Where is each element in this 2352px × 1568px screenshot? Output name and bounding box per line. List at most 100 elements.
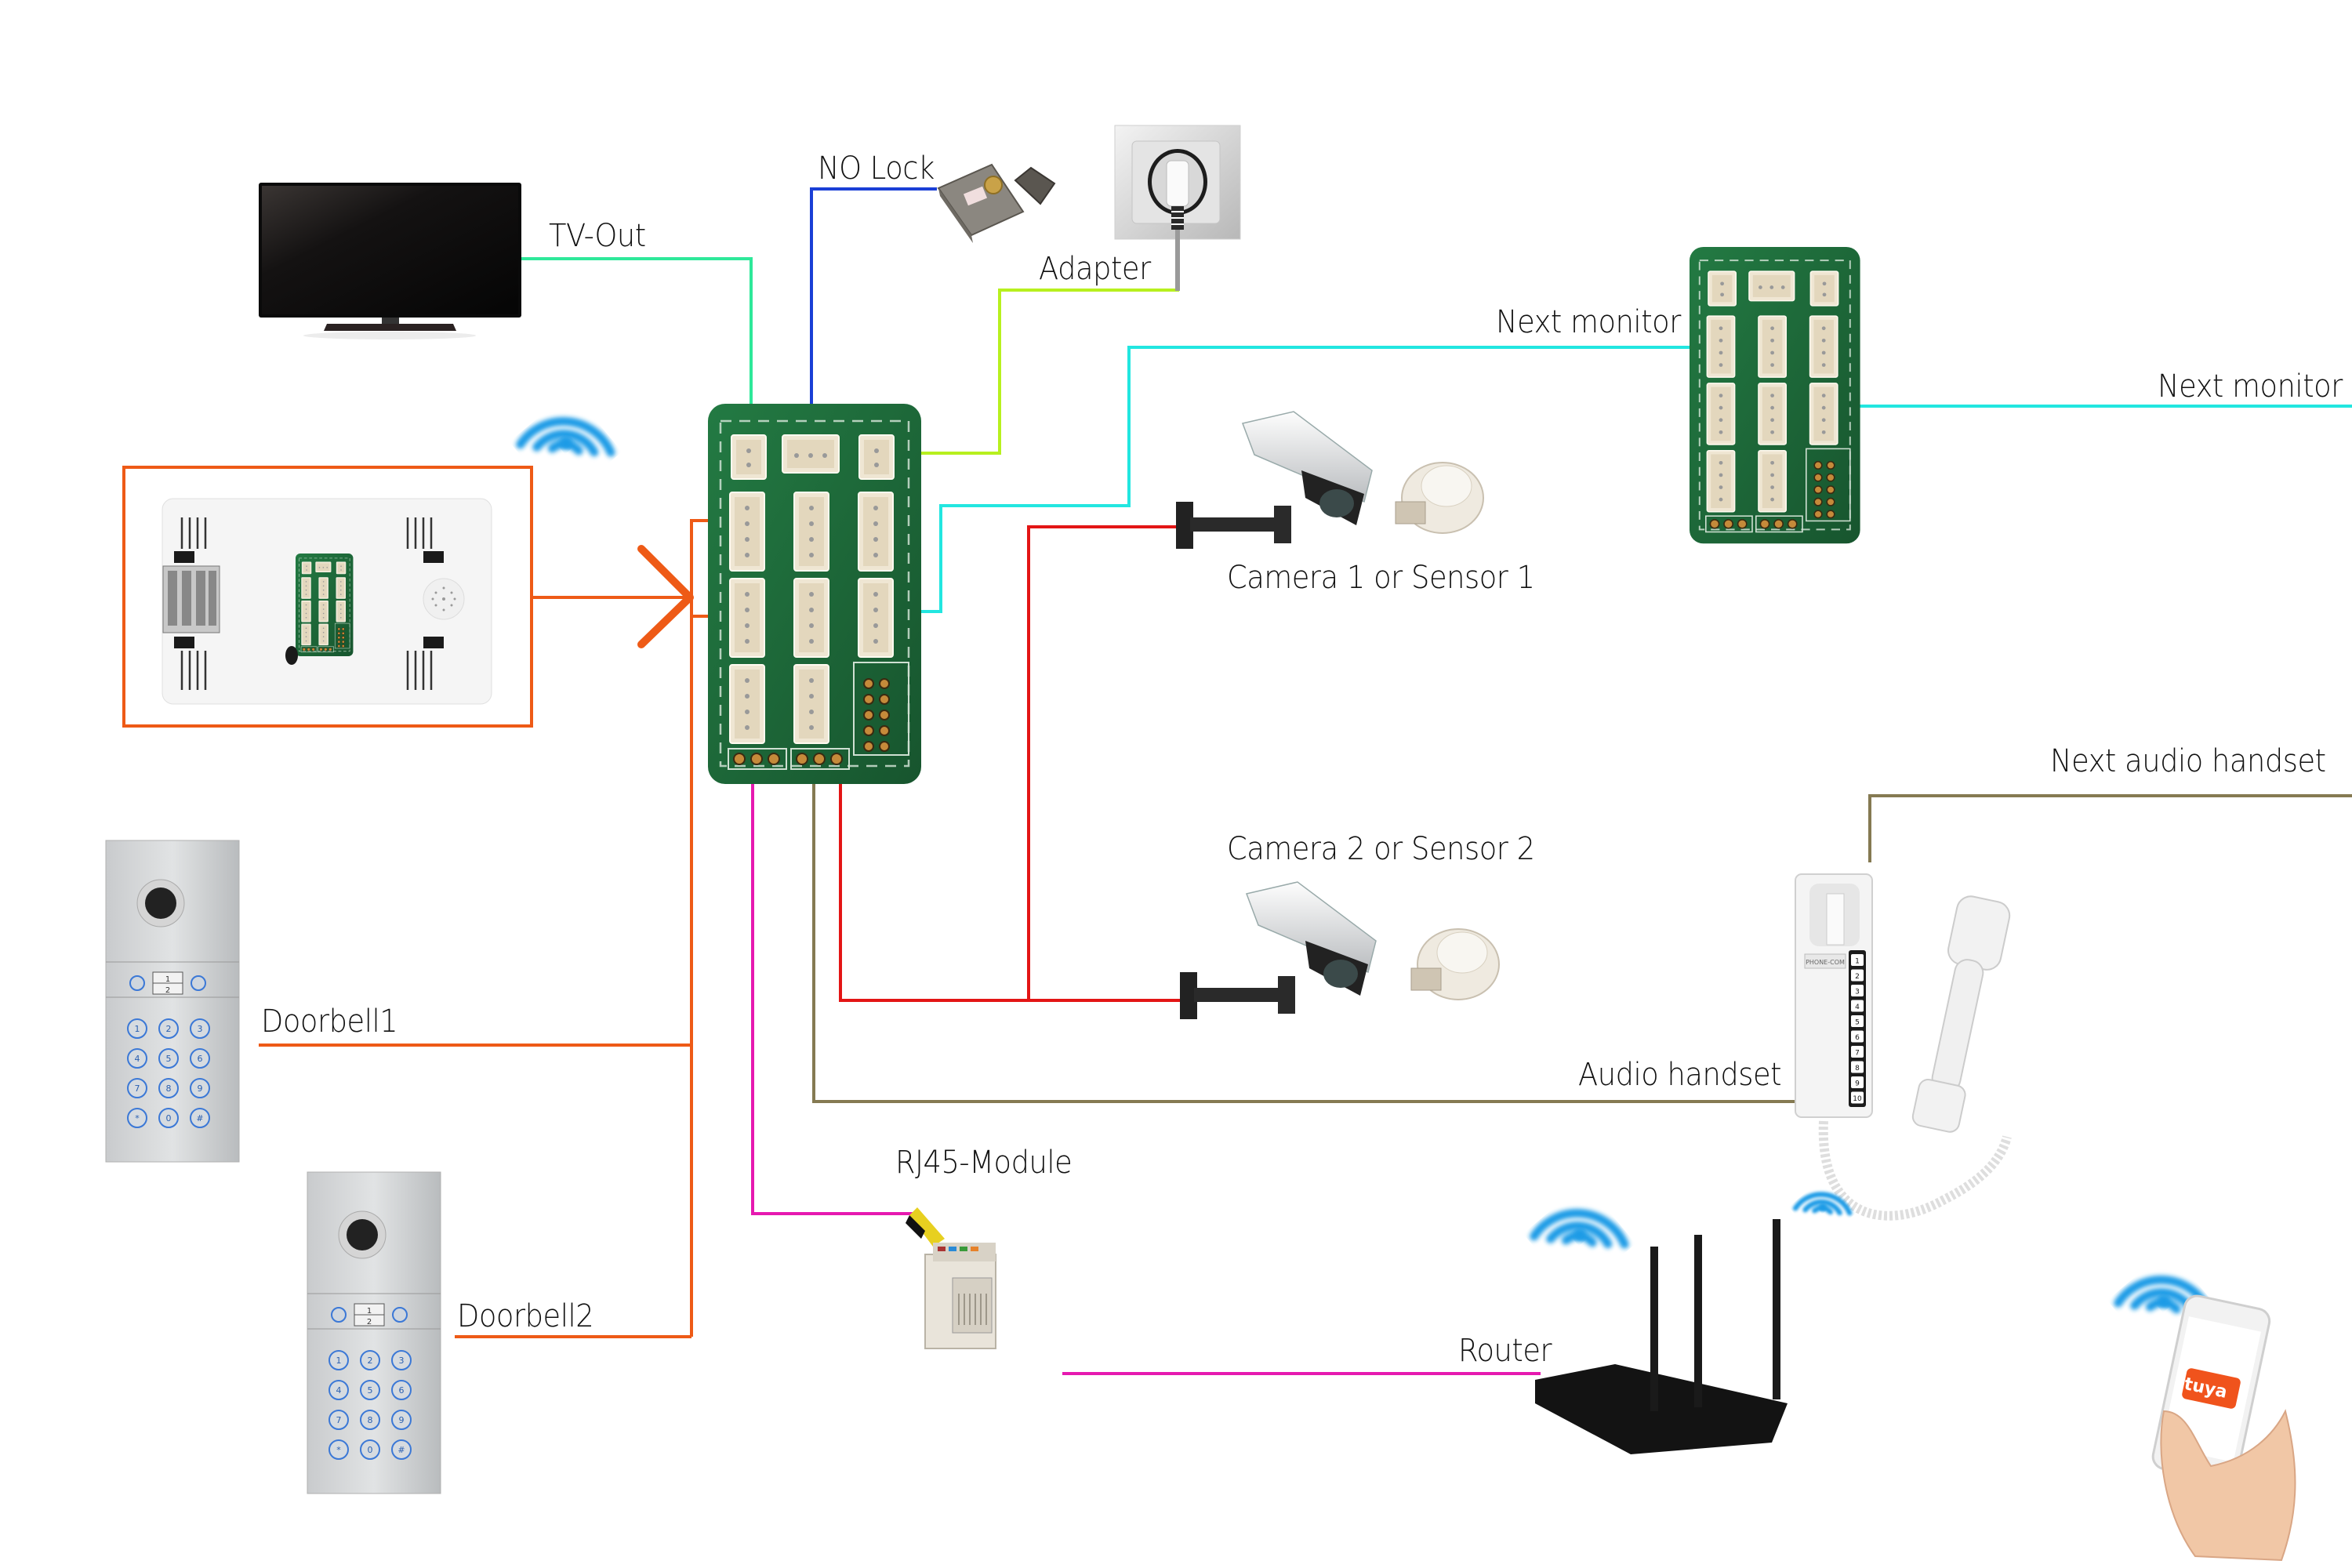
doorbell1-tag-2: 2 [165, 986, 170, 995]
keypad-button-label: 4 [135, 1054, 140, 1064]
keypad-button-label: 1 [336, 1356, 342, 1366]
label-adapter: Adapter [1039, 251, 1151, 287]
wires [259, 187, 2352, 1375]
keypad-button-label: 4 [336, 1385, 342, 1396]
keypad-button-label: 2 [368, 1356, 373, 1366]
keypad-button-label: 3 [399, 1356, 405, 1366]
keypad-button-label: 8 [368, 1415, 373, 1425]
handset-button-label: 6 [1855, 1034, 1860, 1042]
handset-button [1851, 1061, 1864, 1073]
handset-button [1851, 1046, 1864, 1058]
keypad-button [328, 1410, 349, 1430]
camera2-icon [1180, 881, 1377, 1019]
handset-button [1851, 969, 1864, 982]
handset-receiver-icon [1911, 895, 2011, 1133]
keypad-button [158, 1108, 179, 1128]
keypad-button-label: 9 [198, 1083, 203, 1094]
handset-button [1851, 1091, 1864, 1104]
keypad-button [360, 1380, 380, 1400]
keypad-button [190, 1018, 210, 1039]
tv-icon [259, 183, 521, 339]
keypad-button-label: 0 [368, 1445, 373, 1455]
keypad-button-label: 0 [166, 1113, 172, 1123]
next-audio-handset-wire [1868, 794, 2352, 862]
keypad-button [127, 1018, 147, 1039]
handset-button-label: 5 [1855, 1019, 1860, 1027]
handset-button [1851, 985, 1864, 996]
power-socket-icon [1114, 125, 1241, 291]
label-no-lock: NO Lock [818, 151, 935, 187]
handset-button [1851, 954, 1864, 966]
keypad-button-label: * [336, 1445, 341, 1455]
keypad-button-label: 1 [135, 1024, 140, 1034]
handset-button-label: 2 [1855, 973, 1860, 981]
handset-button [1851, 1015, 1864, 1027]
indoor-monitor-back-icon [162, 498, 492, 705]
keypad-button-label: 2 [166, 1024, 172, 1034]
handset-button-label: 4 [1855, 1004, 1860, 1011]
keypad-button-label: * [135, 1113, 140, 1123]
label-next-audio-handset: Next audio handset [2050, 743, 2326, 779]
keypad-button [158, 1018, 179, 1039]
expansion-pcb-next-monitor [1690, 247, 1860, 543]
keypad-button [391, 1439, 412, 1460]
label-doorbell1: Doorbell1 [261, 1004, 398, 1040]
keypad-button [391, 1380, 412, 1400]
doorbell2-tag-1: 1 [367, 1307, 372, 1316]
label-router: Router [1458, 1333, 1552, 1369]
label-next-monitor-1: Next monitor [1496, 304, 1681, 340]
handset-button [1851, 1076, 1864, 1088]
keypad-button [360, 1410, 380, 1430]
handset-button-label: 3 [1855, 989, 1860, 996]
handset-button-label: 1 [1855, 958, 1860, 966]
handset-button-label: 10 [1853, 1095, 1862, 1103]
doorbell2-tag-2: 2 [367, 1318, 372, 1327]
keypad-button [328, 1380, 349, 1400]
keypad-button-label: 3 [198, 1024, 203, 1034]
keypad-button [190, 1078, 210, 1098]
keypad-button-label: 5 [166, 1054, 172, 1064]
handset-button [1851, 1030, 1864, 1043]
handset-button-label: 8 [1855, 1065, 1860, 1073]
next-monitor-wire-1 [913, 346, 1819, 613]
audio-handset-wire [812, 682, 1795, 1103]
keypad-button-label: # [397, 1445, 405, 1455]
rj45-module-icon [906, 1207, 996, 1349]
label-audio-handset: Audio handset [1578, 1057, 1782, 1093]
keypad-button-label: 6 [198, 1054, 203, 1064]
keypad-button [158, 1048, 179, 1069]
keypad-button-label: 8 [166, 1083, 172, 1094]
electric-lock-icon [937, 163, 1056, 243]
router-icon [1535, 1219, 1788, 1454]
label-camera2: Camera 2 or Sensor 2 [1227, 831, 1535, 867]
keypad-button [190, 1048, 210, 1069]
sensor2-icon [1410, 928, 1500, 1000]
keypad-button [391, 1350, 412, 1370]
handset-button [1851, 1000, 1864, 1012]
keypad-button-label: 7 [336, 1415, 342, 1425]
keypad-button-label: # [196, 1113, 203, 1123]
handset-button-label: 9 [1855, 1080, 1860, 1088]
keypad-button [158, 1078, 179, 1098]
router-wifi-icon [1533, 1192, 1626, 1285]
keypad-button [127, 1048, 147, 1069]
camera1-icon [1176, 411, 1373, 549]
keypad-button [360, 1439, 380, 1460]
handset-cord [1818, 1120, 2012, 1221]
label-camera1: Camera 1 or Sensor 1 [1227, 560, 1535, 596]
sensor1-icon [1395, 462, 1484, 534]
expansion-pcb-main [708, 404, 921, 784]
label-rj45-module: RJ45-Module [895, 1145, 1073, 1181]
keypad-button-label: 9 [399, 1415, 405, 1425]
label-tv-out: TV-Out [549, 218, 646, 254]
label-doorbell2: Doorbell2 [457, 1298, 594, 1334]
keypad-button-label: 5 [368, 1385, 373, 1396]
hand-icon [2160, 1409, 2296, 1562]
keypad-button [328, 1350, 349, 1370]
